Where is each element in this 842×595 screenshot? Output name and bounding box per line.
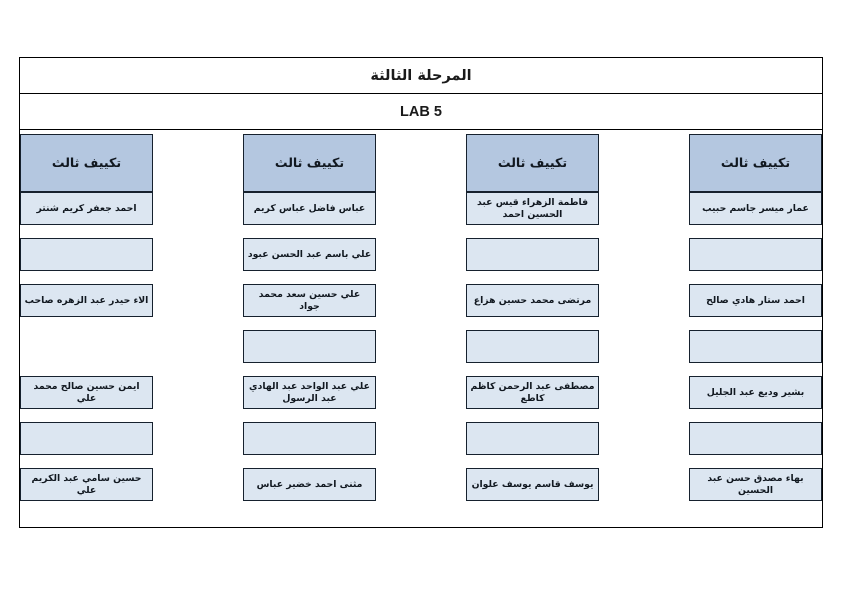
- group-column-2: تكييف ثالث فاطمة الزهراء قيس عبد الحسين …: [466, 130, 599, 525]
- member-cell[interactable]: [689, 422, 822, 455]
- member-cell[interactable]: احمد ستار هادي صالح: [689, 284, 822, 317]
- group-header-3: تكييف ثالث: [243, 134, 376, 192]
- table-lab-row: LAB 5: [20, 94, 822, 130]
- groups-area: تكييف ثالث عمار ميسر جاسم حبيب احمد ستار…: [20, 130, 822, 525]
- group-column-1: تكييف ثالث عمار ميسر جاسم حبيب احمد ستار…: [689, 130, 822, 525]
- member-cell[interactable]: مصطفى عبد الرحمن كاظم كاطع: [466, 376, 599, 409]
- member-cell[interactable]: [243, 330, 376, 363]
- member-cell[interactable]: [689, 238, 822, 271]
- group-column-3: تكييف ثالث عباس فاضل عباس كريم علي باسم …: [243, 130, 376, 525]
- member-cell[interactable]: [20, 422, 153, 455]
- groups-columns: تكييف ثالث عمار ميسر جاسم حبيب احمد ستار…: [20, 130, 822, 525]
- member-cell[interactable]: احمد جعفر كريم شنتر: [20, 192, 153, 225]
- column-gap: [599, 130, 689, 525]
- table-title-row: المرحلة الثالثة: [20, 58, 822, 94]
- column-gap: [376, 130, 466, 525]
- member-cell[interactable]: [243, 422, 376, 455]
- member-cell[interactable]: علي باسم عبد الحسن عبود: [243, 238, 376, 271]
- member-cell[interactable]: [689, 330, 822, 363]
- member-cell[interactable]: [466, 422, 599, 455]
- member-cell[interactable]: بهاء مصدق حسن عبد الحسين: [689, 468, 822, 501]
- member-cell[interactable]: فاطمة الزهراء قيس عبد الحسين احمد: [466, 192, 599, 225]
- schedule-table: المرحلة الثالثة LAB 5 تكييف ثالث عمار مي…: [19, 57, 823, 528]
- member-cell[interactable]: عمار ميسر جاسم حبيب: [689, 192, 822, 225]
- member-cell[interactable]: يوسف قاسم يوسف علوان: [466, 468, 599, 501]
- member-cell[interactable]: [466, 330, 599, 363]
- member-cell[interactable]: الاء حيدر عبد الزهره صاحب: [20, 284, 153, 317]
- page-title: المرحلة الثالثة: [370, 67, 472, 84]
- column-gap: [153, 130, 243, 525]
- member-cell[interactable]: عباس فاضل عباس كريم: [243, 192, 376, 225]
- member-cell[interactable]: حسين سامي عبد الكريم علي: [20, 468, 153, 501]
- member-cell[interactable]: [466, 238, 599, 271]
- group-header-2: تكييف ثالث: [466, 134, 599, 192]
- member-cell[interactable]: ايمن حسين صالح محمد علي: [20, 376, 153, 409]
- lab-label: LAB 5: [400, 103, 442, 120]
- member-cell[interactable]: [20, 238, 153, 271]
- group-column-4: تكييف ثالث احمد جعفر كريم شنتر الاء حيدر…: [20, 130, 153, 525]
- member-cell[interactable]: علي حسين سعد محمد جواد: [243, 284, 376, 317]
- group-header-4: تكييف ثالث: [20, 134, 153, 192]
- member-cell[interactable]: بشير وديع عبد الجليل: [689, 376, 822, 409]
- member-cell[interactable]: مرتضى محمد حسين هزاع: [466, 284, 599, 317]
- member-cell[interactable]: مثنى احمد خضير عباس: [243, 468, 376, 501]
- member-cell[interactable]: علي عبد الواحد عبد الهادي عبد الرسول: [243, 376, 376, 409]
- group-header-1: تكييف ثالث: [689, 134, 822, 192]
